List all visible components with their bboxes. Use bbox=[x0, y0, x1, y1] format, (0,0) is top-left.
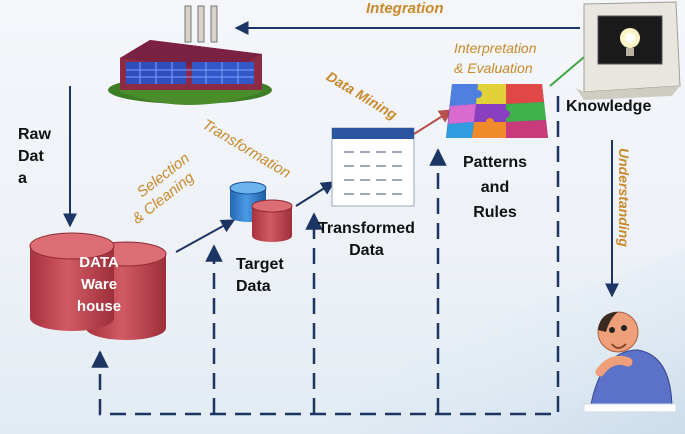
monitor-lightbulb-icon bbox=[576, 1, 681, 100]
patterns-line-2: and bbox=[480, 179, 510, 196]
data-warehouse-icon bbox=[29, 232, 167, 340]
raw-data-label: Raw Dat a bbox=[18, 124, 51, 190]
target-data-label: Target Data bbox=[236, 254, 284, 298]
background-wave bbox=[320, 250, 685, 434]
transformed-data-line-1: Transformed bbox=[318, 220, 415, 237]
interpretation-label: Interpretation & Evaluation bbox=[454, 38, 537, 78]
knowledge-label: Knowledge bbox=[566, 98, 652, 115]
thinking-person-icon bbox=[583, 311, 677, 413]
target-data-icon bbox=[229, 181, 293, 242]
puzzle-icon bbox=[446, 84, 548, 138]
feedback-loops bbox=[91, 96, 560, 416]
understanding-label: Understanding bbox=[616, 148, 632, 247]
interpretation-line bbox=[549, 51, 591, 87]
raw-data-line-2: Dat bbox=[18, 148, 44, 165]
target-data-line-1: Target bbox=[236, 256, 284, 273]
factory-icon bbox=[108, 5, 272, 105]
raw-data-line-3: a bbox=[18, 170, 27, 187]
raw-data-line-1: Raw bbox=[18, 126, 51, 143]
selection-arrow bbox=[175, 219, 236, 253]
patterns-line-3: Rules bbox=[473, 204, 517, 221]
transformation-arrow bbox=[295, 181, 336, 207]
patterns-line-1: Patterns bbox=[462, 154, 528, 171]
patterns-label: Patterns and Rules bbox=[456, 150, 534, 225]
integration-label: Integration bbox=[366, 0, 444, 17]
warehouse-line-1: DATA bbox=[79, 254, 119, 271]
warehouse-label: DATA Ware house bbox=[66, 252, 132, 318]
warehouse-line-2: Ware bbox=[80, 276, 118, 293]
interpretation-line-2: & Evaluation bbox=[454, 60, 533, 76]
transformed-data-line-2: Data bbox=[349, 242, 384, 259]
interpretation-line-1: Interpretation bbox=[454, 40, 537, 56]
transformed-data-label: Transformed Data bbox=[318, 218, 415, 262]
transformed-data-icon bbox=[331, 127, 415, 207]
warehouse-line-3: house bbox=[76, 298, 122, 315]
target-data-line-2: Data bbox=[236, 278, 271, 295]
data-mining-arrow bbox=[413, 109, 454, 135]
